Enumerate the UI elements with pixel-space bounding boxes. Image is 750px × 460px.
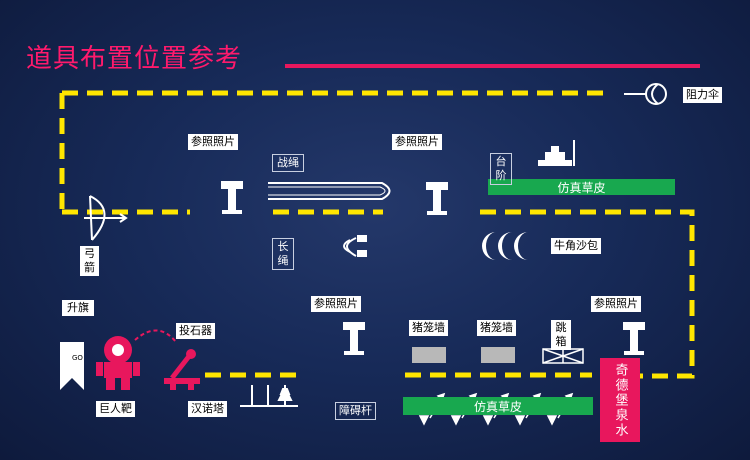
photo-label-1: 参照照片	[188, 134, 238, 150]
flag-label: 升旗	[62, 300, 94, 316]
net-icon	[542, 348, 584, 364]
go-text: GO	[72, 354, 83, 362]
hanoi-tower-icon	[240, 385, 298, 407]
grass-top: 仿真草皮	[488, 179, 675, 195]
stairs-label: 台阶	[490, 153, 512, 185]
grass-bottom: 仿真草皮	[403, 397, 593, 415]
bow-icon	[84, 195, 128, 241]
barrier-block-1	[412, 347, 446, 363]
barrier-label-1: 猪笼墙	[409, 320, 448, 336]
photo-label-2: 参照照片	[392, 134, 442, 150]
hanoi-tower-label: 汉诺塔	[188, 401, 227, 417]
catapult-icon	[164, 349, 200, 390]
barrier-block-2	[481, 347, 515, 363]
battle-rope-icon	[268, 182, 391, 200]
barrier-label-2: 猪笼墙	[477, 320, 516, 336]
bow-label: 弓箭	[80, 246, 99, 276]
throw-arc	[134, 329, 177, 343]
battle-rope-label: 战绳	[272, 154, 304, 172]
obstacle-bar-label: 障碍杆	[335, 402, 376, 420]
net-label: 跳箱	[551, 320, 571, 350]
route-mid-right	[480, 209, 695, 379]
parachute-icon	[624, 83, 667, 105]
robot-icon	[96, 336, 140, 390]
photo-stand-icon	[343, 322, 365, 355]
photo-stand-icon	[623, 322, 645, 355]
photo-stand-icon	[221, 181, 243, 214]
stone-thrower-label: 投石器	[176, 323, 215, 339]
platform-icon	[538, 140, 575, 166]
title-underline	[285, 64, 700, 68]
parachute-label: 阻力伞	[683, 87, 722, 103]
photo-label-4: 参照照片	[591, 296, 641, 312]
giant-target-label: 巨人靶	[96, 401, 135, 417]
photo-label-3: 参照照片	[311, 296, 361, 312]
fountain-box: 奇德堡泉水	[600, 358, 640, 442]
sandbag-icon	[482, 232, 528, 260]
long-rope-icon	[343, 235, 367, 257]
flag-icon	[60, 342, 84, 390]
photo-stand-icon	[426, 182, 448, 215]
page-title: 道具布置位置参考	[26, 44, 243, 74]
sandbag-label: 牛角沙包	[551, 238, 601, 254]
long-rope-label: 长绳	[272, 238, 294, 270]
